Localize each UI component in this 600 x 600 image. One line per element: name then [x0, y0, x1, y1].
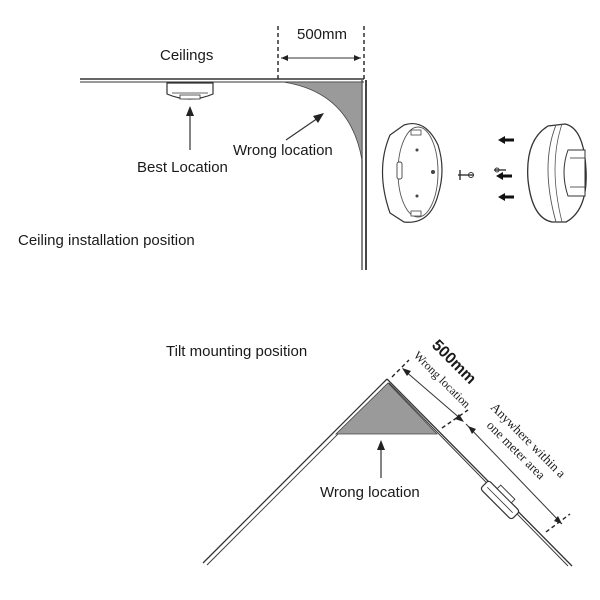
tilted-roof — [202, 378, 573, 567]
tilt-caption: Tilt mounting position — [166, 343, 307, 360]
direction-arrows-icon — [496, 136, 514, 201]
ceilings-heading: Ceilings — [160, 47, 213, 64]
smoke-detector-body — [527, 123, 587, 223]
wrong-location-label: Wrong location — [233, 142, 333, 159]
distance-arrow — [281, 55, 361, 61]
tilt-wrong-arrow — [377, 440, 385, 478]
smoke-detector-ceiling — [166, 82, 214, 100]
best-location-arrow — [186, 106, 194, 150]
distance-label: 500mm — [297, 26, 347, 43]
screw-anchor-icon — [458, 170, 474, 180]
best-location-label: Best Location — [137, 159, 228, 176]
wrong-location-arrow — [285, 113, 324, 141]
tilt-dimension-line — [402, 368, 563, 525]
smoke-detector-tilt — [480, 480, 520, 520]
wall — [361, 80, 367, 270]
mounting-base-plate — [381, 123, 443, 223]
tilt-marker-end — [545, 513, 571, 533]
screw-icon — [494, 167, 506, 173]
ceiling-wrong-zone — [282, 81, 363, 161]
ceiling-caption: Ceiling installation position — [18, 232, 195, 249]
tilt-wrong-location-label: Wrong location — [320, 484, 420, 501]
ceiling-board — [80, 78, 364, 83]
tilt-wrong-zone — [335, 382, 438, 435]
